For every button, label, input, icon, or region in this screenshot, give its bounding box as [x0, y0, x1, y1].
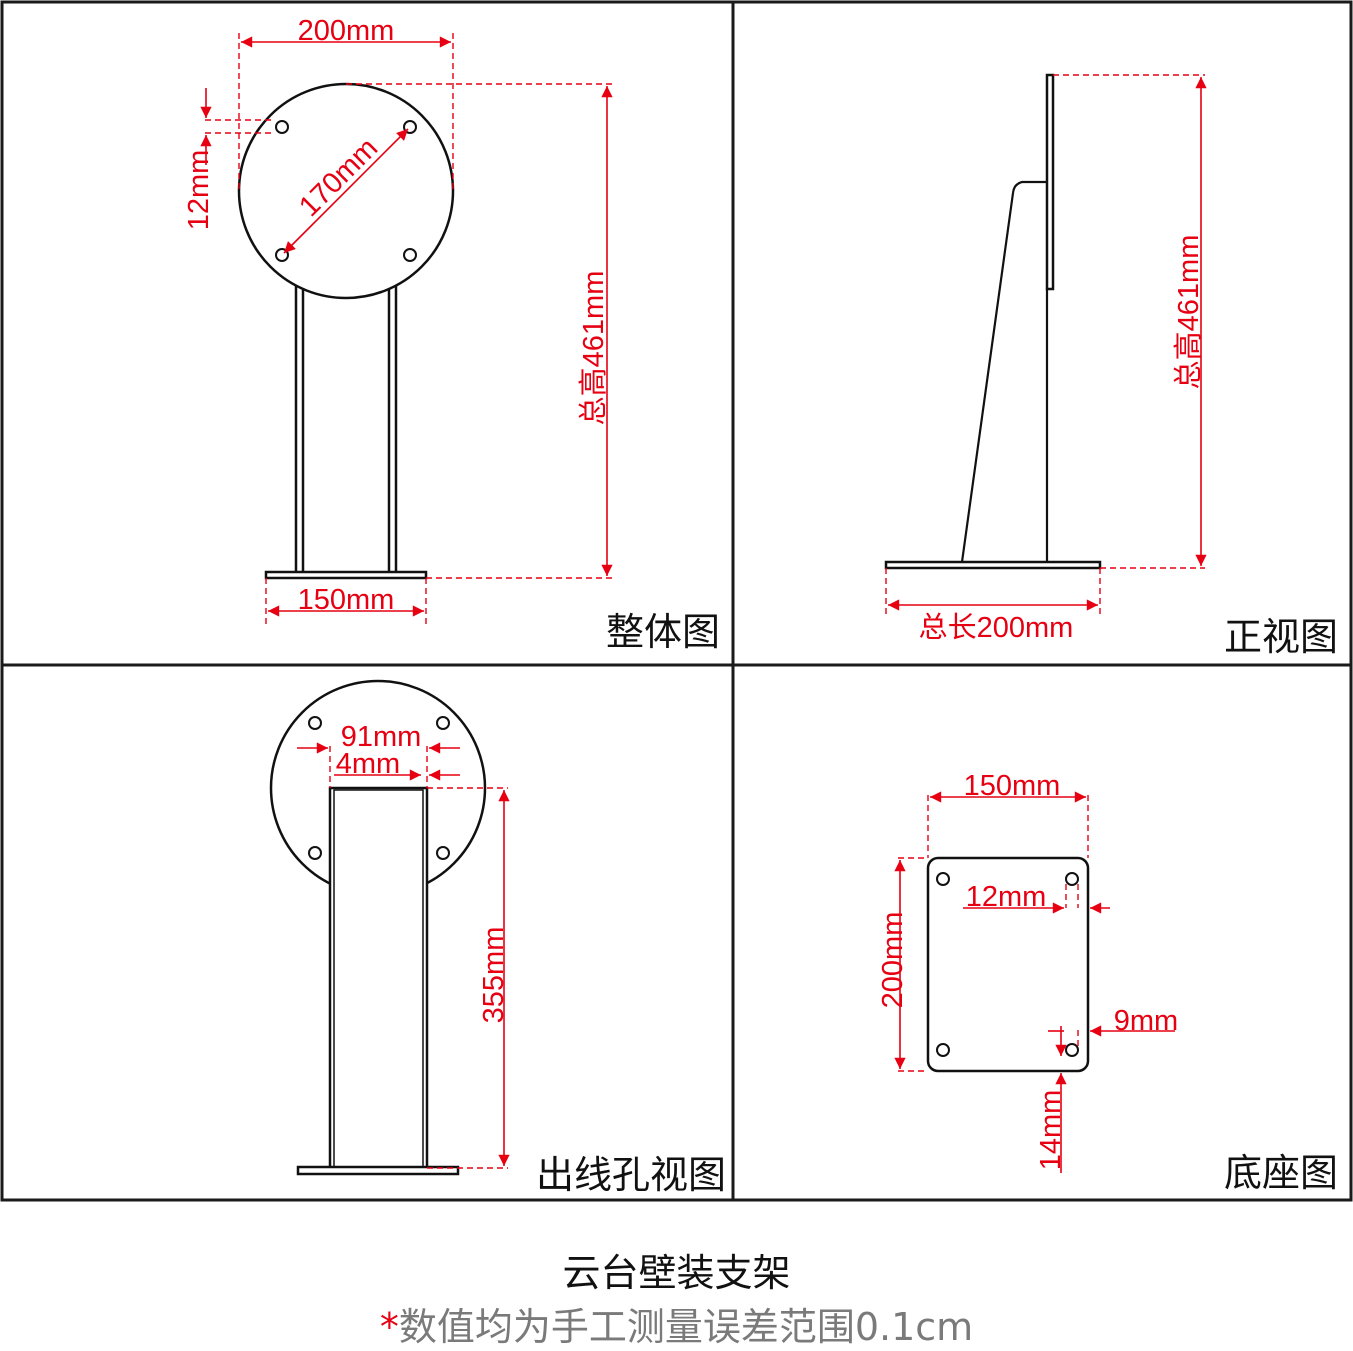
dim-hole-offset: 12mm	[183, 150, 215, 231]
dimension-lines-base	[894, 791, 1175, 1173]
panel-label-overall: 整体图	[606, 610, 720, 654]
note-asterisk: *	[379, 1305, 399, 1349]
panel-base: 150mm 200mm 12mm 9mm 14mm 底座图	[877, 770, 1338, 1195]
mount-hole	[436, 846, 450, 860]
dim-wall-thickness: 4mm	[336, 748, 400, 780]
dimension-lines-cable-hole	[297, 742, 510, 1169]
mount-hole	[1065, 872, 1079, 886]
mount-hole	[403, 248, 417, 262]
mount-hole	[308, 846, 322, 860]
dimension-lines-front	[885, 74, 1207, 614]
mount-hole	[936, 872, 950, 886]
mount-hole	[436, 716, 450, 730]
product-title: 云台壁装支架	[562, 1251, 791, 1295]
dim-top-width: 200mm	[298, 15, 395, 47]
dim-hole-bottom-offset: 14mm	[1035, 1090, 1067, 1171]
dim-total-height: 总高461mm	[577, 271, 610, 426]
measurement-note: *数值均为手工测量误差范围0.1cm	[0, 1296, 1353, 1351]
panel-front: 总高461mm 总长200mm 正视图	[884, 73, 1338, 659]
panel-overall: 200mm 12mm 170mm 总高461mm 150mm 整体图	[183, 15, 720, 654]
dimension-lines-overall	[200, 33, 613, 625]
mount-hole	[308, 716, 322, 730]
mount-hole	[275, 120, 289, 134]
dim-front-total-length: 总长200mm	[919, 611, 1074, 644]
dim-hole-diameter: 9mm	[1114, 1005, 1178, 1037]
mount-hole	[1065, 1043, 1079, 1057]
dim-tube-width: 91mm	[341, 721, 422, 753]
dim-tube-height: 355mm	[478, 927, 510, 1024]
dim-front-total-height: 总高461mm	[1172, 235, 1205, 390]
dim-base-plate-width: 150mm	[964, 770, 1061, 802]
bracket-front-drawing	[884, 73, 1102, 570]
dim-base-plate-height: 200mm	[877, 912, 909, 1009]
panel-label-cable-hole: 出线孔视图	[536, 1153, 726, 1197]
base-plate-drawing	[926, 856, 1090, 1073]
panel-grid	[0, 0, 1353, 1202]
dim-hole-edge-offset: 12mm	[966, 881, 1047, 913]
panel-label-base: 底座图	[1224, 1151, 1338, 1195]
dim-base-width: 150mm	[298, 584, 395, 616]
panel-label-front: 正视图	[1224, 615, 1338, 659]
mount-hole	[936, 1043, 950, 1057]
note-text: 数值均为手工测量误差范围0.1cm	[398, 1305, 974, 1349]
bracket-cable-hole-drawing	[269, 679, 487, 1176]
panel-cable-hole: 91mm 4mm 355mm 出线孔视图	[269, 679, 726, 1197]
